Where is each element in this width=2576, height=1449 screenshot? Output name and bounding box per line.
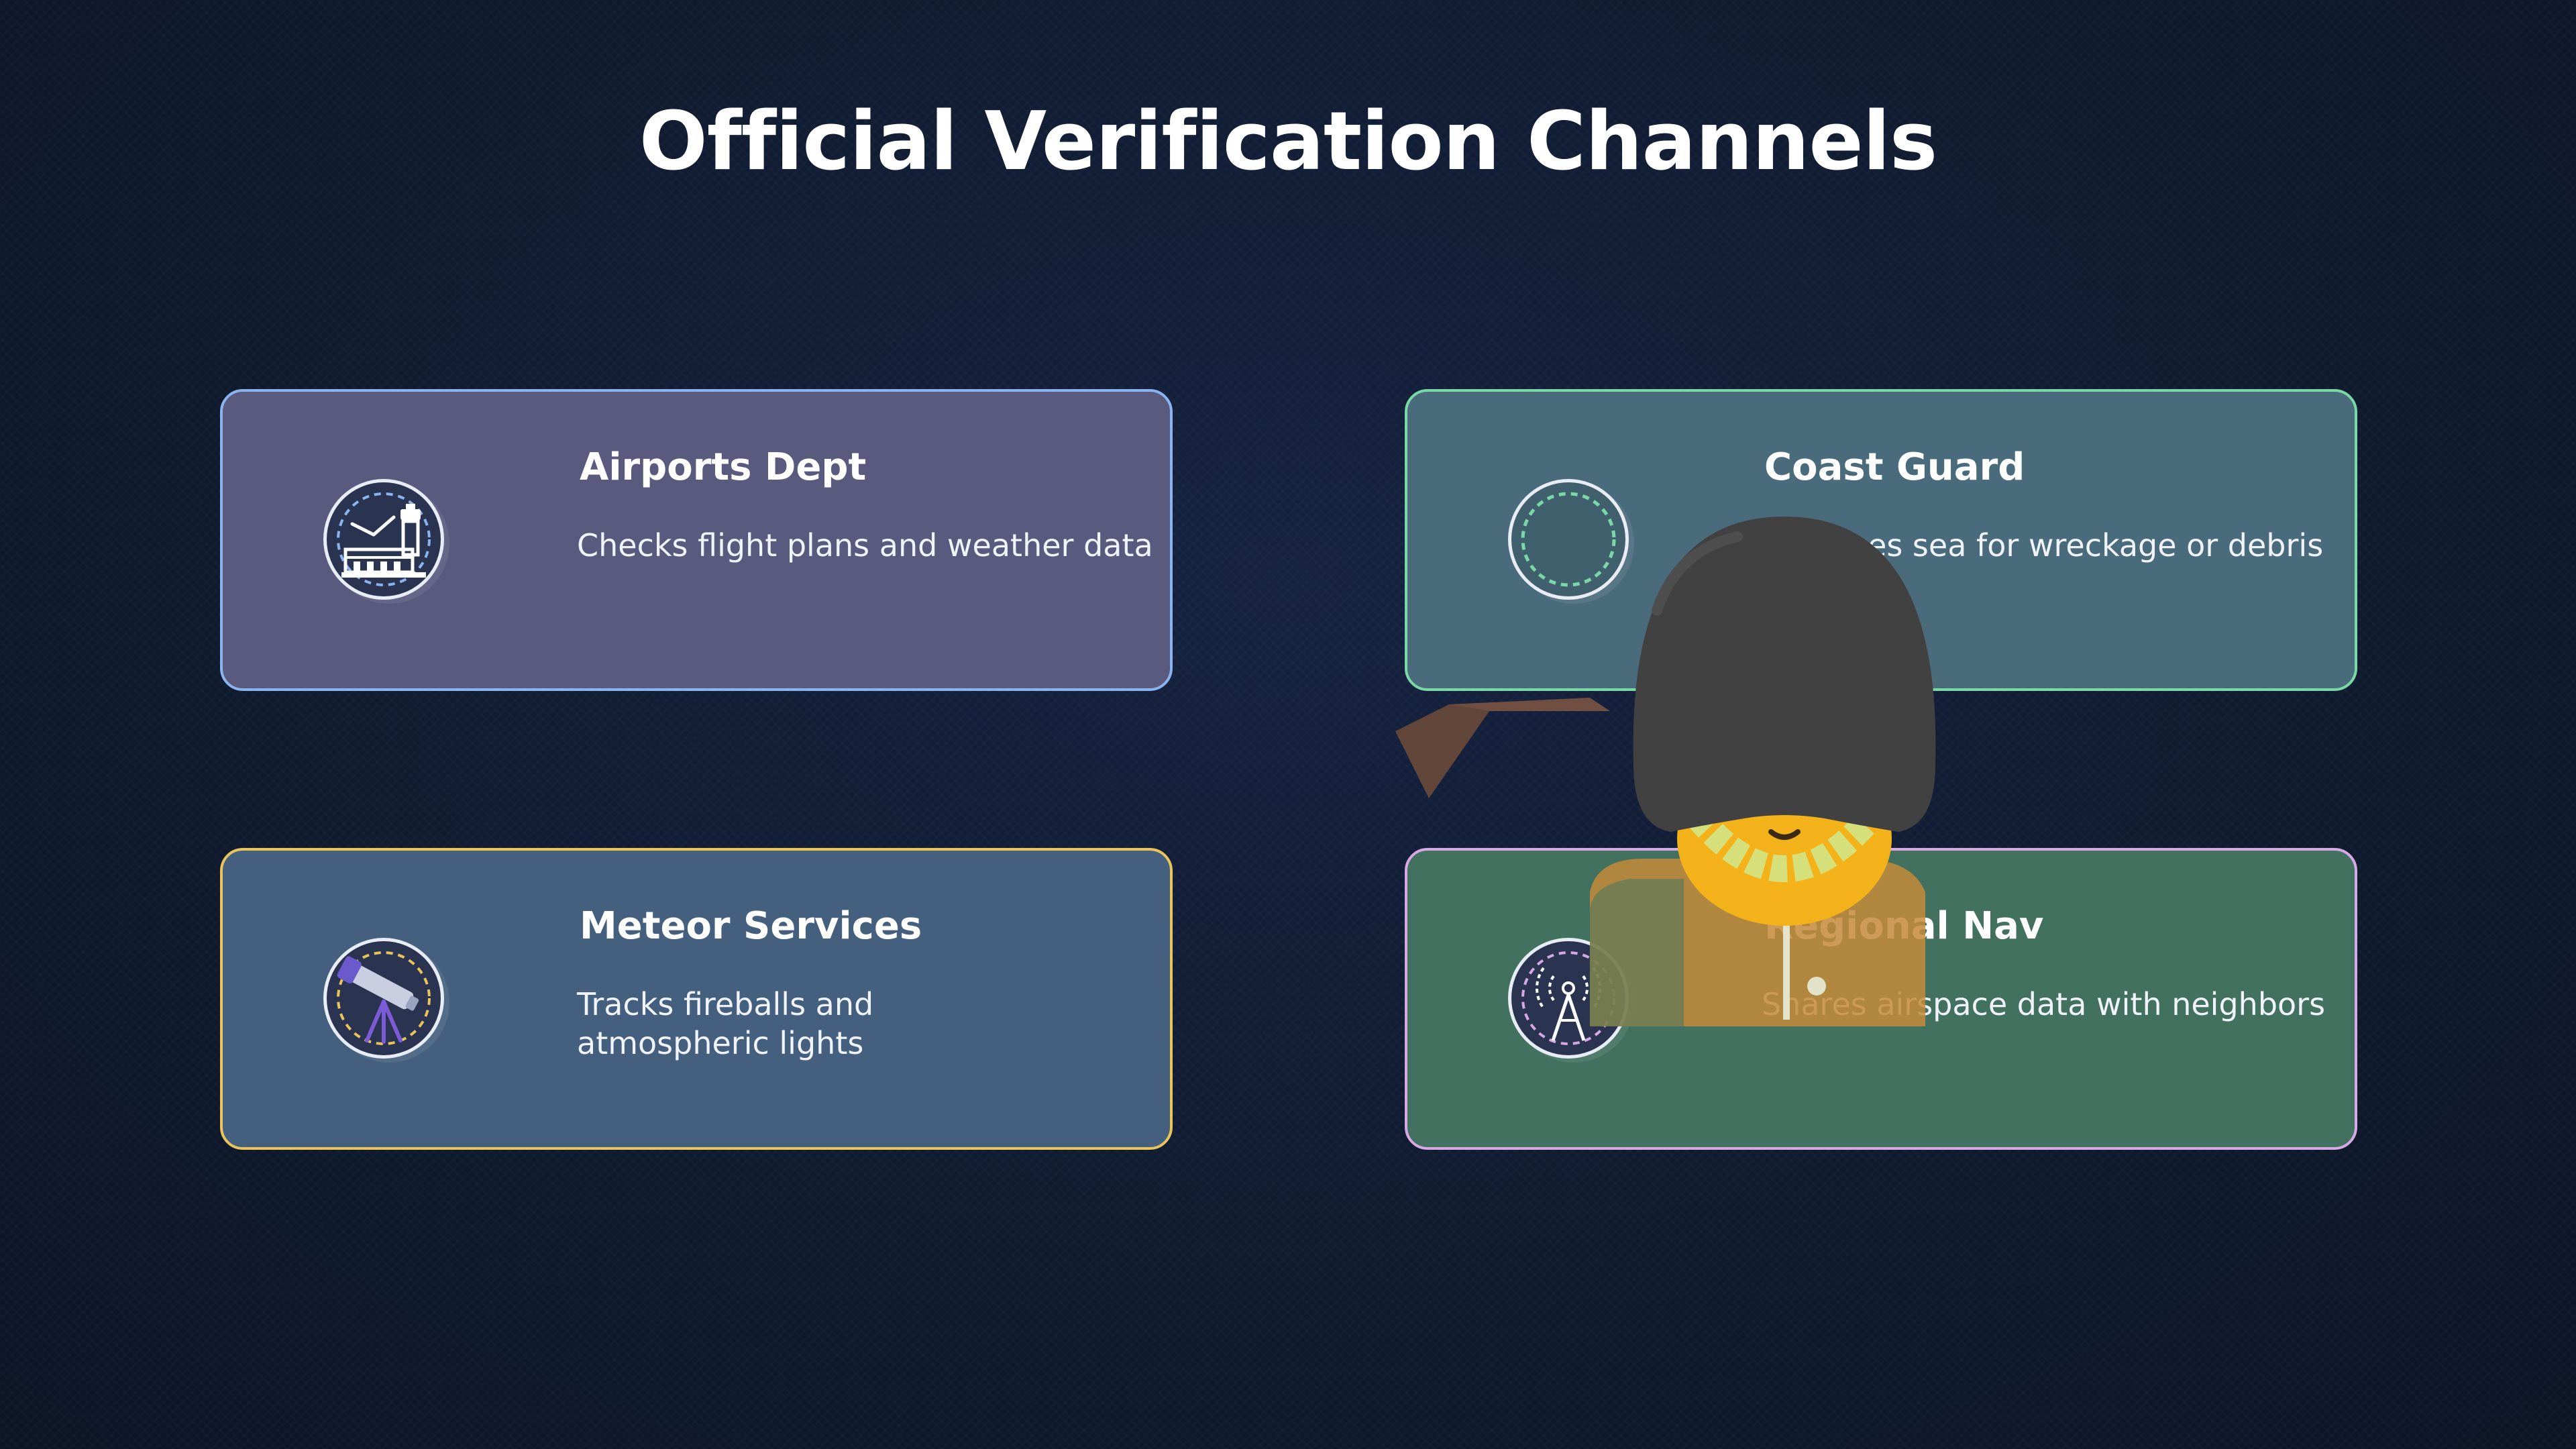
card-description: Tracks fireballs and atmospheric lights: [577, 986, 874, 1061]
telescope-icon: [323, 938, 444, 1059]
channel-card-airports-dept[interactable]: Airports Dept Checks flight plans and we…: [220, 389, 1173, 691]
page-title: Official Verification Channels: [639, 95, 1938, 189]
channel-card-meteor-services[interactable]: Meteor Services Tracks fireballs and atm…: [220, 848, 1173, 1150]
channel-card-coast-guard[interactable]: Coast Guard Searches sea for wreckage or…: [1405, 389, 2357, 691]
card-description: Shares airspace data with neighbors: [1762, 986, 2326, 1022]
coast-guard-icon: [1508, 479, 1629, 600]
card-title: Airports Dept: [580, 445, 867, 489]
card-title: Regional Nav: [1764, 904, 2044, 948]
card-title: Meteor Services: [580, 904, 922, 948]
card-title: Coast Guard: [1764, 445, 2025, 489]
radio-tower-icon: [1508, 938, 1629, 1059]
airport-tower-icon: [323, 479, 444, 600]
card-description: Checks flight plans and weather data: [577, 527, 1153, 564]
card-description: Searches sea for wreckage or debris: [1762, 527, 2324, 564]
channel-card-regional-nav[interactable]: Regional Nav Shares airspace data with n…: [1405, 848, 2357, 1150]
